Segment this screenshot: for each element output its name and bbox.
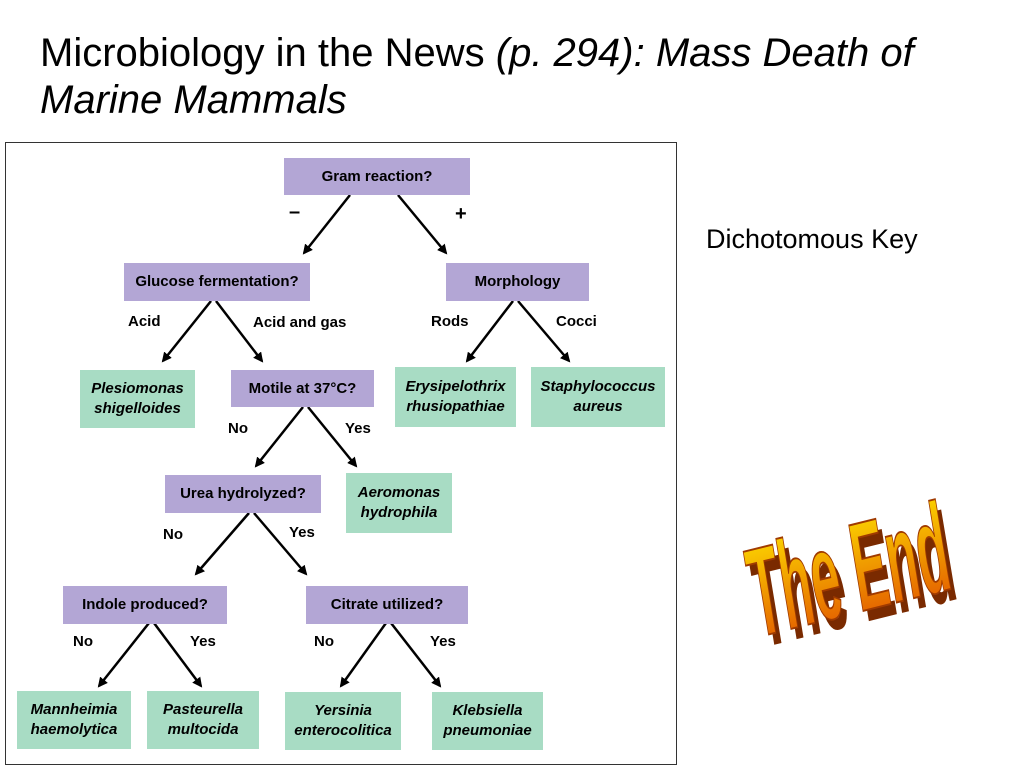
dichotomous-key-diagram: Gram reaction? – + Glucose fermentation?… xyxy=(5,142,677,765)
label-indole-yes: Yes xyxy=(190,633,216,650)
the-end-wordart: The End The End xyxy=(732,477,971,670)
node-indole-produced: Indole produced? xyxy=(63,586,227,624)
arrow-urea-yes xyxy=(253,512,308,576)
node-motile-37c: Motile at 37°C? xyxy=(231,370,374,407)
label-acid-and-gas: Acid and gas xyxy=(253,314,347,331)
title-plain: Microbiology in the News xyxy=(40,31,496,75)
dichotomous-key-label: Dichotomous Key xyxy=(706,224,918,254)
arrow-rods xyxy=(465,300,514,363)
arrow-urea-no xyxy=(194,512,250,576)
node-mannheimia-haemolytica: Mannheimia haemolytica xyxy=(17,691,131,749)
arrow-gram-neg xyxy=(302,194,351,255)
arrow-citrate-no xyxy=(339,622,388,688)
label-acid: Acid xyxy=(128,313,161,330)
arrow-gram-pos xyxy=(397,194,448,255)
label-urea-no: No xyxy=(163,526,183,543)
node-yersinia-enterocolitica: Yersinia enterocolitica xyxy=(285,692,401,750)
label-rods: Rods xyxy=(431,313,469,330)
label-gram-negative: – xyxy=(289,201,301,223)
label-cocci: Cocci xyxy=(556,313,597,330)
node-urea-hydrolyzed: Urea hydrolyzed? xyxy=(165,475,321,513)
node-pasteurella-multocida: Pasteurella multocida xyxy=(147,691,259,749)
arrow-acid xyxy=(161,300,212,363)
arrow-cocci xyxy=(517,300,571,363)
the-end-text: The End xyxy=(732,478,964,663)
arrow-layer xyxy=(97,194,571,688)
arrow-indole-yes xyxy=(152,622,203,688)
arrow-citrate-yes xyxy=(390,622,442,688)
node-klebsiella-pneumoniae: Klebsiella pneumoniae xyxy=(432,692,543,750)
label-motile-yes: Yes xyxy=(345,420,371,437)
slide-title: Microbiology in the News (p. 294): Mass … xyxy=(40,30,1020,124)
node-staphylococcus-aureus: Staphylococcus aureus xyxy=(531,367,665,427)
node-erysipelothrix-rhusiopathiae: Erysipelothrix rhusiopathiae xyxy=(395,367,516,427)
node-aeromonas-hydrophila: Aeromonas hydrophila xyxy=(346,473,452,533)
title-italic: (p. 294): Mass Death of Marine Mammals xyxy=(40,31,914,122)
label-indole-no: No xyxy=(73,633,93,650)
label-urea-yes: Yes xyxy=(289,524,315,541)
label-gram-positive: + xyxy=(455,203,467,225)
label-motile-no: No xyxy=(228,420,248,437)
arrow-motile-no xyxy=(254,406,304,468)
label-citrate-yes: Yes xyxy=(430,633,456,650)
label-citrate-no: No xyxy=(314,633,334,650)
node-gram-reaction: Gram reaction? xyxy=(284,158,470,195)
node-morphology: Morphology xyxy=(446,263,589,301)
arrow-motile-yes xyxy=(307,406,358,468)
node-citrate-utilized: Citrate utilized? xyxy=(306,586,468,624)
node-glucose-fermentation: Glucose fermentation? xyxy=(124,263,310,301)
arrow-indole-no xyxy=(97,622,150,688)
arrow-acid-gas xyxy=(215,300,264,363)
node-plesiomonas-shigelloides: Plesiomonas shigelloides xyxy=(80,370,195,428)
